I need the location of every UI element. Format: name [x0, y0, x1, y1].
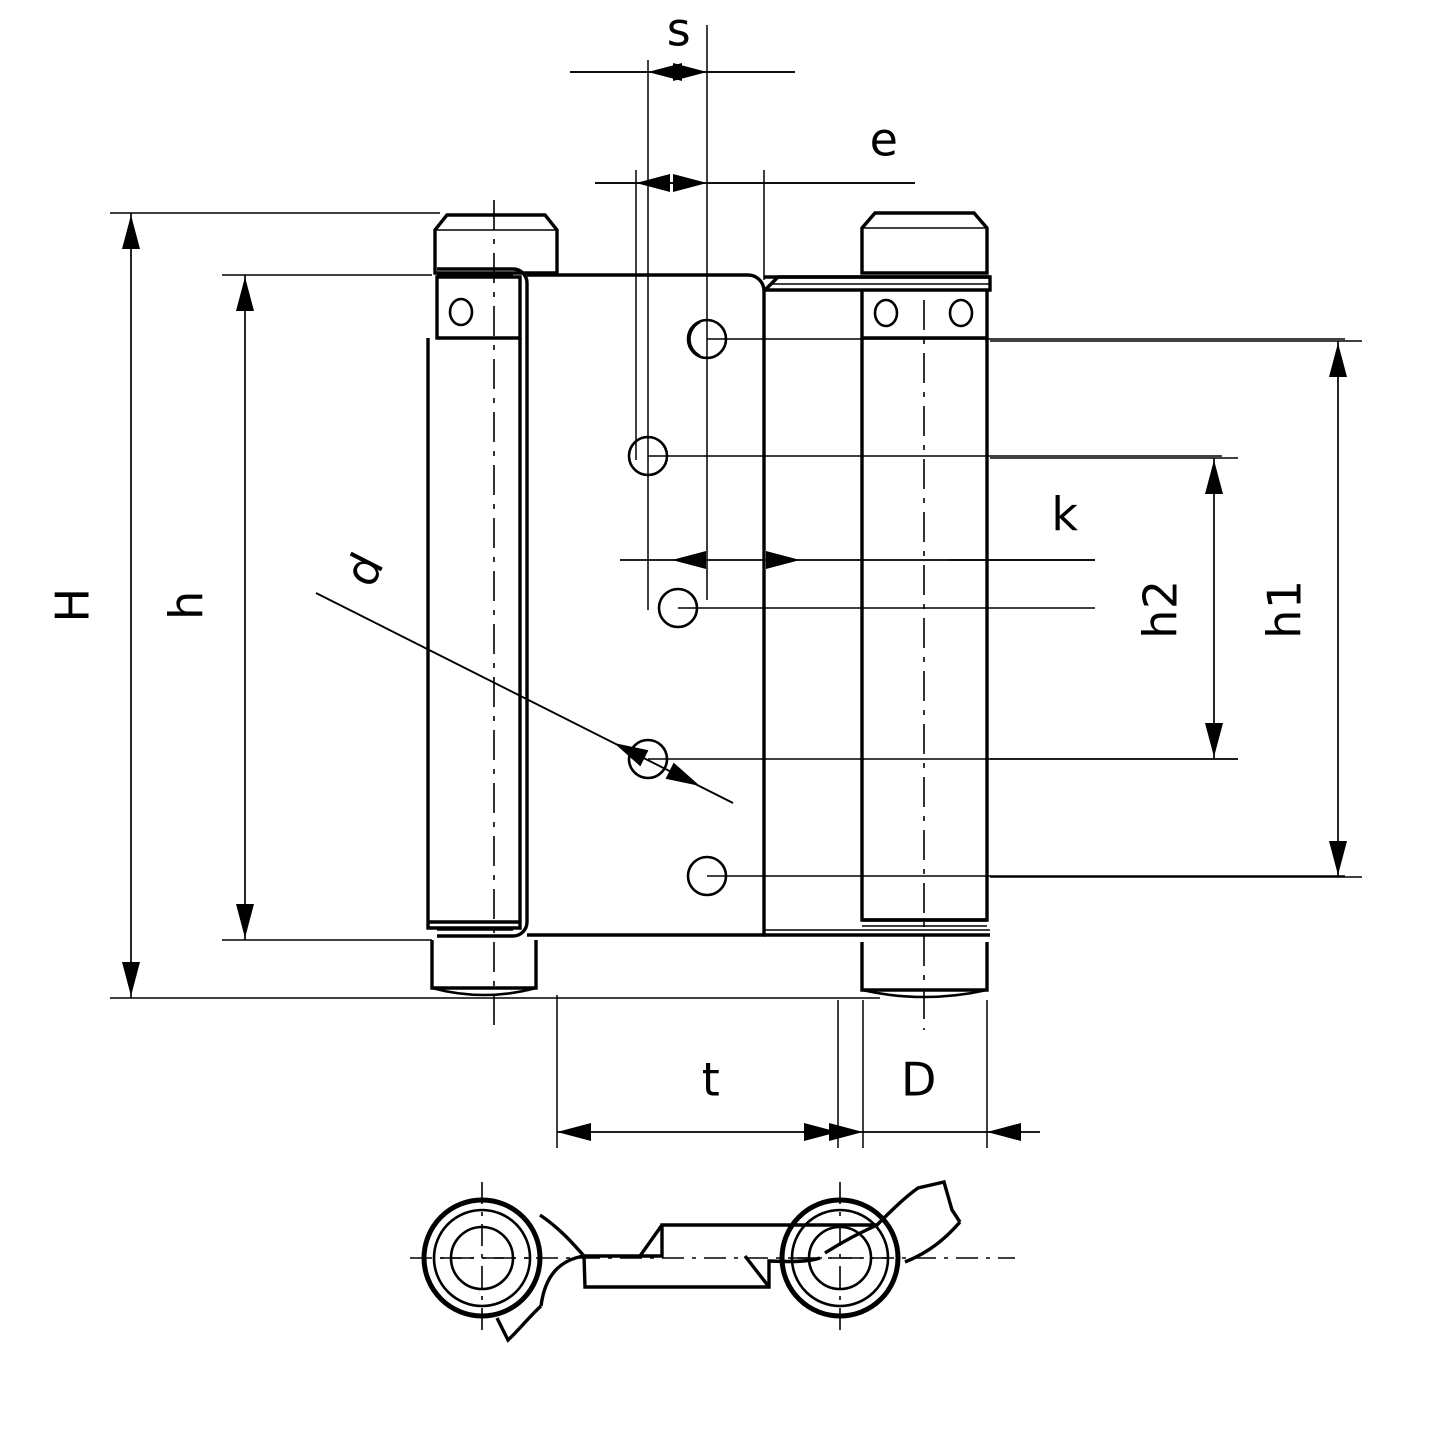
- dimension-e-arrow-right: [673, 174, 707, 192]
- dimension-e-arrow-left: [636, 174, 670, 192]
- dimension-t-label: t: [702, 1053, 721, 1107]
- dimension-h1-arrow-top: [1329, 343, 1347, 377]
- dimension-s-arrow-right: [673, 63, 707, 81]
- right-top-cap: [860, 211, 989, 275]
- pin-hole-right-1: [873, 298, 899, 328]
- plan-leaf-left-notch: [495, 1304, 543, 1343]
- dimension-s-label: s: [667, 3, 691, 57]
- pin-hole-right-2: [948, 298, 974, 328]
- dimension-h1: h1: [1258, 341, 1347, 877]
- left-bottom-cap: [430, 940, 538, 990]
- dimension-k-arrow-left: [672, 551, 706, 569]
- right-bottom-cap: [860, 942, 989, 992]
- right-bottom-cap-round: [861, 988, 988, 999]
- dimension-h-arrow-bottom: [236, 904, 254, 938]
- dimension-H: H: [46, 213, 140, 998]
- front-elevation-view: [426, 200, 992, 1030]
- dimension-e-label: e: [870, 113, 899, 167]
- right-knuckle-block: [860, 290, 989, 340]
- dimension-k-arrow-right: [766, 551, 800, 569]
- dimension-d: d: [315, 544, 734, 804]
- dimension-D-label: D: [901, 1053, 937, 1107]
- dimension-H-arrow-top: [122, 215, 140, 249]
- plan-leaf-bevel-right: [743, 1254, 771, 1289]
- left-bottom-cap-round: [431, 986, 537, 997]
- dimension-h-arrow-top: [236, 277, 254, 311]
- plan-leaf-right-shoulder: [904, 1220, 962, 1264]
- left-barrel-sleeve: [437, 267, 529, 938]
- center-leaf-plate: [527, 273, 766, 937]
- dimension-d-leader: [315, 592, 734, 804]
- plan-leaf-right-taper: [824, 1223, 878, 1255]
- dimension-D: D: [803, 1053, 1040, 1141]
- dimension-h2: h2: [1134, 458, 1223, 759]
- dimension-h-label: h: [160, 590, 214, 620]
- plan-section-view: [410, 1179, 1015, 1343]
- dimension-h2-arrow-bottom: [1205, 723, 1223, 757]
- left-top-cap: [433, 213, 559, 275]
- barrel-right-outer: [779, 1197, 901, 1319]
- dimension-k: k: [620, 488, 1095, 569]
- plan-leaf-left-taper: [539, 1254, 585, 1307]
- dimension-e: e: [595, 113, 915, 192]
- dimension-d-label: d: [333, 544, 395, 595]
- dimension-h2-label: h2: [1134, 579, 1188, 638]
- dimension-s: s: [570, 3, 795, 81]
- left-barrel-body: [426, 338, 522, 930]
- right-knuckle-band: [764, 275, 992, 292]
- dimension-k-label: k: [1051, 488, 1078, 542]
- barrel-left-outer: [421, 1197, 543, 1319]
- dimension-t: t: [557, 1053, 838, 1141]
- extension-lines: [110, 25, 1362, 1148]
- dimension-h: h: [160, 275, 254, 940]
- dimension-h2-arrow-top: [1205, 460, 1223, 494]
- dimension-d-arrow-b: [665, 762, 705, 795]
- dimension-H-label: H: [46, 587, 100, 622]
- dimension-D-arrow-left: [829, 1123, 863, 1141]
- pin-hole-left-1: [448, 297, 474, 327]
- dimension-D-arrow-right: [987, 1123, 1021, 1141]
- hole-1-countersink-arc: [688, 320, 701, 358]
- dimension-t-arrow-left: [557, 1123, 591, 1141]
- plan-leaf-bevel-left: [638, 1224, 664, 1257]
- dimension-h1-arrow-bottom: [1329, 841, 1347, 875]
- dimension-H-arrow-bottom: [122, 962, 140, 996]
- dimension-h1-label: h1: [1258, 579, 1312, 638]
